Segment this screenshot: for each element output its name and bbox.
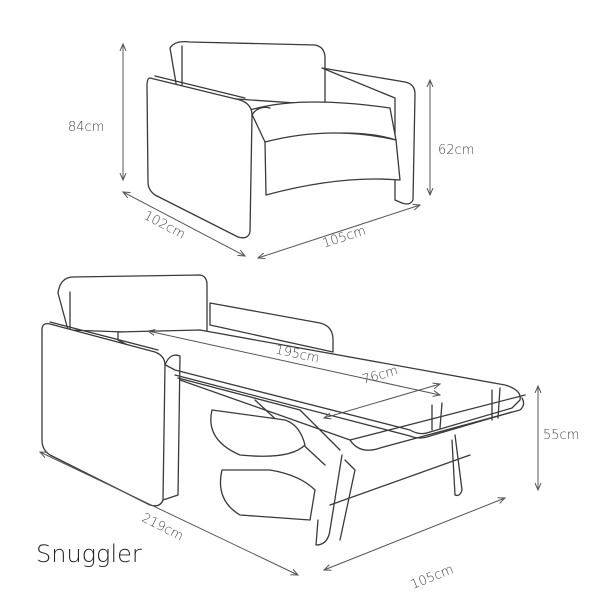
- chair-drawing: [146, 40, 416, 239]
- mattress-width-arrow: [324, 384, 440, 418]
- chair-width-arrow: [258, 205, 420, 258]
- chair-height-label: 84cm: [68, 120, 105, 135]
- bed-width-arrow: [324, 498, 505, 570]
- chair-depth-arrow: [123, 192, 245, 256]
- product-title: Snuggler: [36, 540, 142, 568]
- bed-length-arrow: [40, 452, 298, 575]
- bed-height-label: 55cm: [543, 428, 580, 443]
- bed-drawing: [41, 274, 526, 546]
- chair-arm-height-label: 62cm: [438, 143, 475, 158]
